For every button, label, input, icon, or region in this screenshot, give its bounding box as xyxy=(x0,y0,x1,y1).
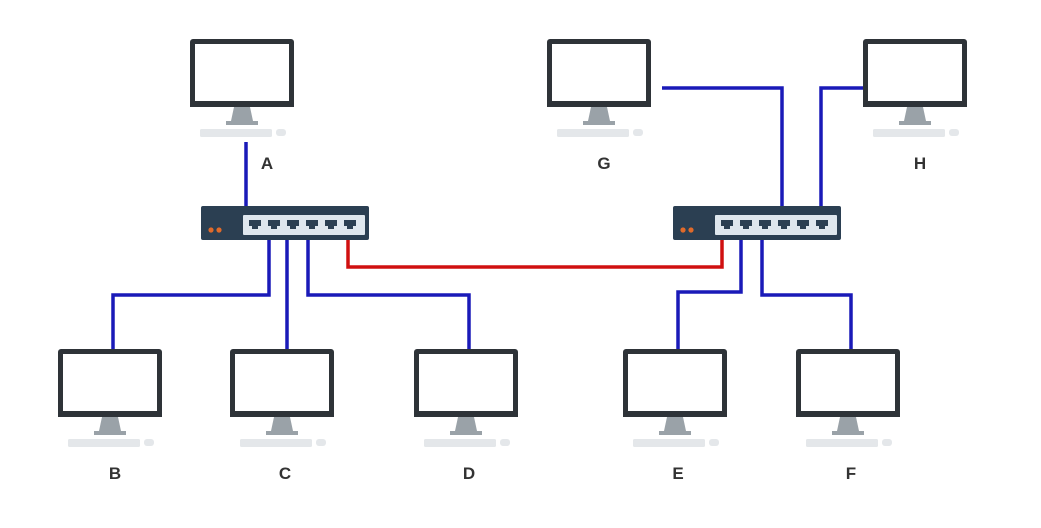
computer-h xyxy=(863,39,967,137)
label-b: B xyxy=(109,464,121,483)
computer-e xyxy=(623,349,727,447)
cable-d xyxy=(306,240,471,349)
computer-c xyxy=(230,349,334,447)
label-d: D xyxy=(463,464,475,483)
computer-a xyxy=(190,39,294,137)
computer-b xyxy=(58,349,162,447)
switch-right xyxy=(673,206,841,240)
switch-left xyxy=(201,206,369,240)
uplink-cable xyxy=(346,238,724,269)
computer-g xyxy=(547,39,651,137)
cable-e xyxy=(676,240,743,349)
label-c: C xyxy=(279,464,291,483)
computer-d xyxy=(414,349,518,447)
label-a: A xyxy=(261,154,273,173)
cable-b xyxy=(111,240,271,349)
blue-cables xyxy=(111,86,864,349)
computer-f xyxy=(796,349,900,447)
label-h: H xyxy=(914,154,926,173)
cable-h xyxy=(819,86,864,207)
label-f: F xyxy=(846,464,856,483)
label-e: E xyxy=(672,464,683,483)
cable-f xyxy=(760,240,853,349)
cable-g xyxy=(662,86,784,207)
label-g: G xyxy=(597,154,610,173)
